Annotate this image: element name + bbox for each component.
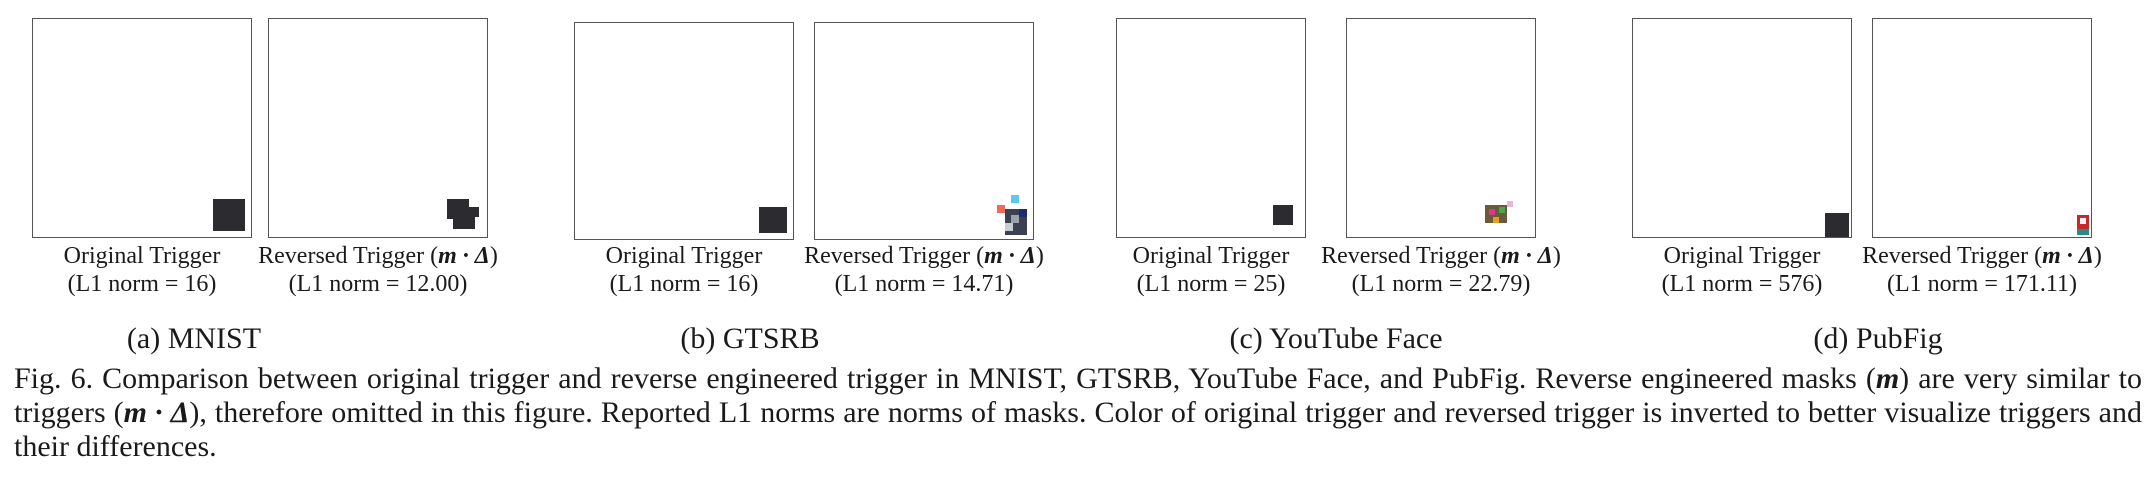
youtube-original-caption: Original Trigger (L1 norm = 25) <box>1132 243 1290 297</box>
pixel <box>1499 207 1505 213</box>
gtsrb-original-trigger-image <box>574 22 794 240</box>
mnist-original-caption: Original Trigger (L1 norm = 16) <box>63 243 221 297</box>
pubfig-reversed-caption: Reversed Trigger (m · Δ) (L1 norm = 171.… <box>1862 243 2102 297</box>
gtsrb-reversed-trigger-image <box>814 22 1034 240</box>
pixel <box>1507 201 1513 207</box>
trigger-square <box>213 199 245 231</box>
pixel <box>1011 215 1019 223</box>
youtube-original-trigger-image <box>1116 18 1306 238</box>
mnist-original-trigger-image <box>32 18 252 238</box>
pixel <box>1011 195 1019 203</box>
pixel <box>1489 209 1495 215</box>
gtsrb-reversed-caption: Reversed Trigger (m · Δ) (L1 norm = 14.7… <box>804 243 1044 297</box>
trigger-square <box>1273 205 1293 225</box>
subcaption-gtsrb: (b) GTSRB <box>680 322 820 355</box>
youtube-reversed-trigger-image <box>1346 18 1536 238</box>
subcaption-pubfig: (d) PubFig <box>1813 322 1943 355</box>
pixel <box>1019 209 1027 217</box>
reversed-trigger-blob <box>447 199 469 219</box>
pubfig-reversed-trigger-image <box>1872 18 2092 238</box>
pixel <box>997 205 1005 213</box>
youtube-reversed-caption: Reversed Trigger (m · Δ) (L1 norm = 22.7… <box>1321 243 1561 297</box>
pixel <box>2080 218 2086 224</box>
gtsrb-original-caption: Original Trigger (L1 norm = 16) <box>605 243 763 297</box>
mnist-reversed-trigger-image <box>268 18 488 238</box>
pixel <box>1005 223 1013 231</box>
reversed-trigger-blob <box>469 207 479 217</box>
pixel <box>2077 229 2089 235</box>
pixel <box>1493 217 1499 223</box>
pubfig-original-trigger-image <box>1632 18 1852 238</box>
reversed-trigger-blob <box>453 215 475 229</box>
figure-caption: Fig. 6. Comparison between original trig… <box>14 362 2143 463</box>
mnist-reversed-caption: Reversed Trigger (m · Δ) (L1 norm = 12.0… <box>258 243 498 297</box>
trigger-square <box>759 207 787 233</box>
subcaption-mnist: (a) MNIST <box>126 322 262 355</box>
trigger-square <box>1825 213 1849 237</box>
pubfig-original-caption: Original Trigger (L1 norm = 576) <box>1661 243 1823 297</box>
subcaption-youtube-face: (c) YouTube Face <box>1229 322 1443 355</box>
